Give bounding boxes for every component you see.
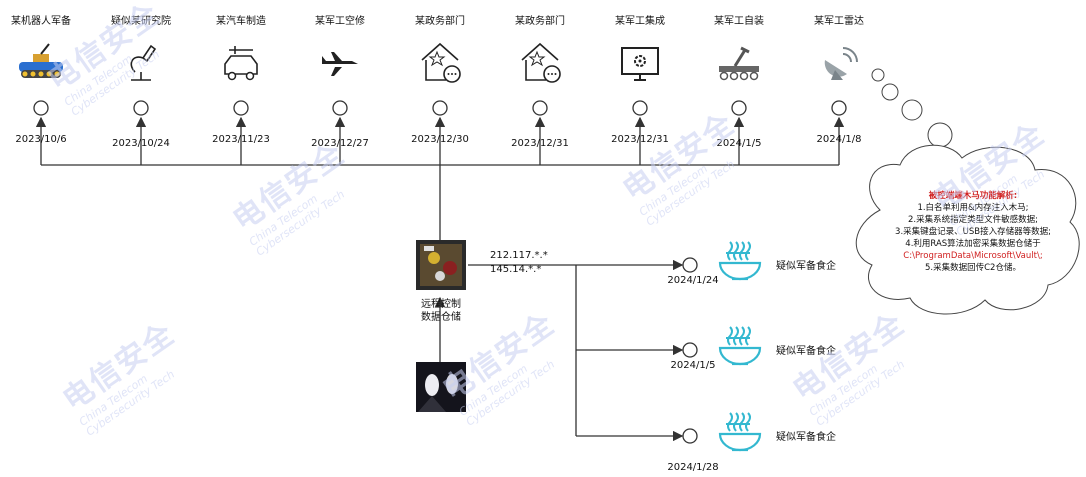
target-date: 2023/12/31 <box>511 138 569 149</box>
noodle-bowl-icon <box>718 412 762 452</box>
target-node <box>421 42 461 165</box>
node-circle <box>632 100 648 116</box>
monitor-gear-icon <box>621 47 659 81</box>
node-circle <box>432 100 448 116</box>
target-date: 2023/12/30 <box>411 134 469 145</box>
target-date: 2023/10/6 <box>15 134 67 145</box>
node-circle <box>532 100 548 116</box>
target-node <box>719 46 759 165</box>
target-node <box>521 42 561 165</box>
hub-label-line2: 数据仓储 <box>421 312 461 323</box>
hub-ip-2: 145.14.*.* <box>490 264 542 275</box>
node-circle <box>133 100 149 116</box>
target-node <box>19 43 63 165</box>
target-node <box>824 47 858 165</box>
car-icon <box>224 46 258 81</box>
fighter-jet-icon <box>322 52 358 76</box>
canteen-node <box>682 241 762 281</box>
analysis-line-3: 3.采集键盘记录、USB接入存储器等数据; <box>895 227 1051 237</box>
canteen-date: 2024/1/28 <box>667 462 719 473</box>
target-label: 某军工自装 <box>714 16 764 27</box>
target-label: 某军工集成 <box>615 16 665 27</box>
canteen-label: 疑似军备食企 <box>776 261 836 272</box>
attacker-image <box>416 362 466 412</box>
node-circle <box>682 257 698 273</box>
analysis-text: 被控端端木马功能解析: 1.白名单利用&内存注入木马; 2.采集系统指定类型文件… <box>870 190 1076 274</box>
analysis-line-2: 2.采集系统指定类型文件敏感数据; <box>908 215 1038 225</box>
canteen-node <box>682 326 762 366</box>
hub-ip-1: 212.117.*.* <box>490 250 548 261</box>
microscope-icon <box>130 44 157 81</box>
hub-label-line1: 远程控制 <box>421 299 461 310</box>
analysis-path: C:\ProgramData\Microsoft\Vault\; <box>903 251 1043 261</box>
target-label: 某汽车制造 <box>216 16 266 27</box>
canteen-label: 疑似军备食企 <box>776 346 836 357</box>
node-circle <box>731 100 747 116</box>
target-node <box>224 46 258 165</box>
target-node <box>621 47 659 165</box>
analysis-line-4: 4.利用RAS算法加密采集数据仓储于 <box>905 239 1041 249</box>
target-label: 某军工雷达 <box>814 16 864 27</box>
node-circle <box>831 100 847 116</box>
target-date: 2023/12/31 <box>611 134 669 145</box>
hub-image <box>416 240 466 290</box>
target-label: 某军工空修 <box>315 16 365 27</box>
government-building-icon <box>421 42 461 83</box>
node-circle <box>682 342 698 358</box>
analysis-line-5: 5.采集数据回传C2仓储。 <box>925 263 1021 273</box>
canteen-date: 2024/1/5 <box>670 360 716 371</box>
target-label: 某政务部门 <box>515 16 565 27</box>
noodle-bowl-icon <box>718 326 762 366</box>
analysis-line-1: 1.白名单利用&内存注入木马; <box>917 203 1029 213</box>
target-node <box>322 52 358 165</box>
node-circle <box>33 100 49 116</box>
node-circle <box>682 428 698 444</box>
target-date: 2023/10/24 <box>112 138 170 149</box>
noodle-bowl-icon <box>718 241 762 281</box>
robot-tank-icon <box>19 43 63 78</box>
canteen-node <box>682 412 762 452</box>
node-circle <box>233 100 249 116</box>
canteen-date: 2024/1/24 <box>667 275 719 286</box>
analysis-cloud <box>855 68 1080 315</box>
radar-dish-icon <box>824 47 858 80</box>
target-label: 某政务部门 <box>415 16 465 27</box>
node-circle <box>332 100 348 116</box>
target-date: 2024/1/8 <box>816 134 862 145</box>
canteen-label: 疑似军备食企 <box>776 432 836 443</box>
target-node <box>130 44 157 165</box>
target-label: 疑似某研究院 <box>111 16 171 27</box>
target-label: 某机器人军备 <box>11 16 71 27</box>
government-building-icon <box>521 42 561 83</box>
analysis-title: 被控端端木马功能解析: <box>928 191 1018 201</box>
target-date: 2023/11/23 <box>212 134 270 145</box>
target-date: 2023/12/27 <box>311 138 369 149</box>
target-date: 2024/1/5 <box>716 138 762 149</box>
rover-icon <box>719 46 759 81</box>
